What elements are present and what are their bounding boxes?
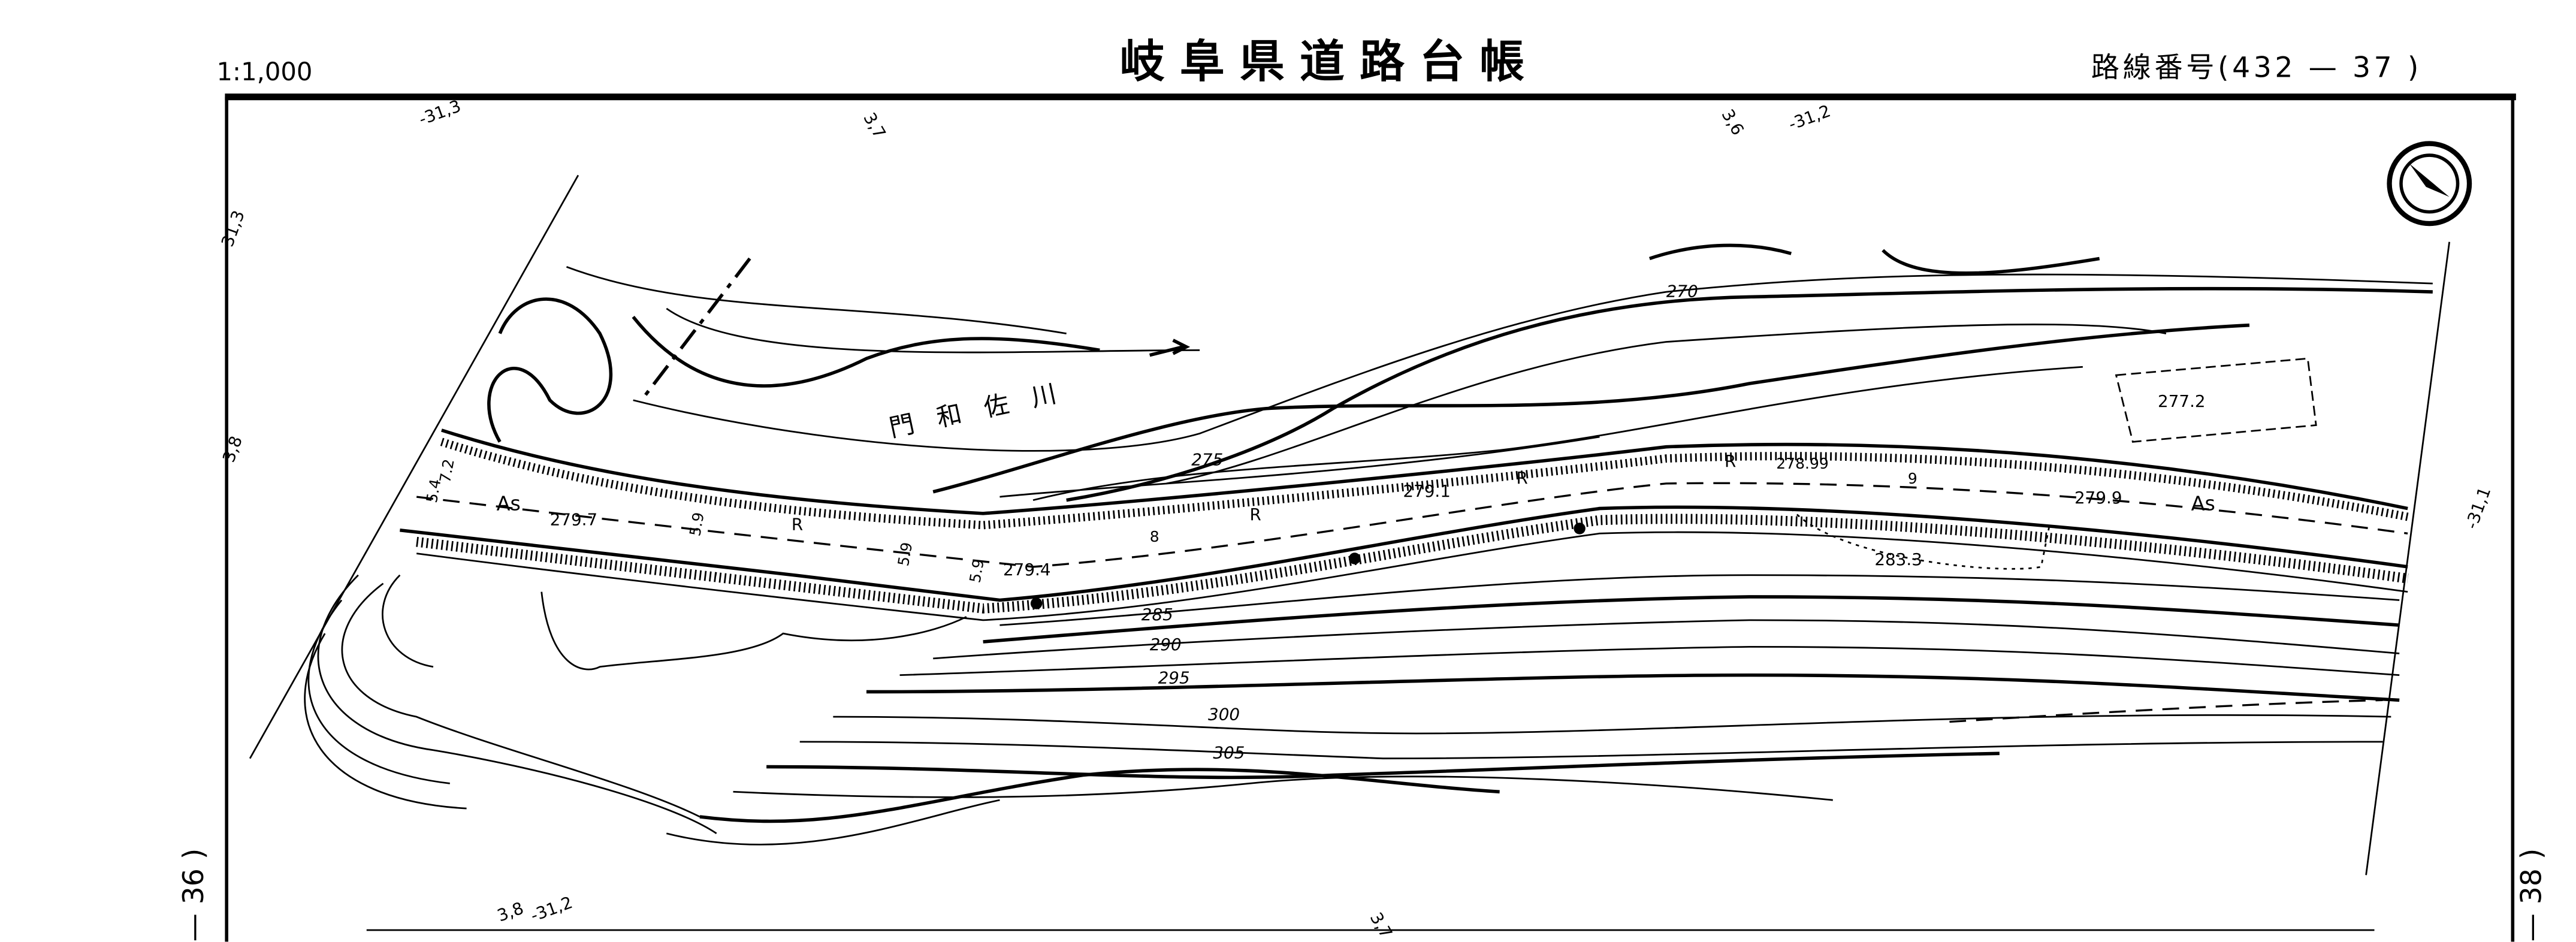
curve-label: R xyxy=(1250,505,1261,524)
grid-ref: -31,1 xyxy=(2462,484,2495,532)
contour-label: 305 xyxy=(1213,743,1245,763)
contour-label: 295 xyxy=(1158,668,1190,688)
contour-lines-north: 270 275 xyxy=(633,273,2433,502)
north-arrow-icon xyxy=(2387,141,2472,227)
grid-ref: -31,3 xyxy=(416,96,464,129)
contour-label: 290 xyxy=(1150,635,1182,654)
contour-label: 270 xyxy=(1666,281,1698,301)
width-label: 5.9 xyxy=(686,511,707,538)
width-label: 5.9 xyxy=(966,558,987,584)
curve-label: R xyxy=(1725,451,1736,471)
width-label: 8 xyxy=(1150,528,1159,545)
adjacent-sheet-left: — 36 ) xyxy=(177,849,210,942)
spot-height: 278.99 xyxy=(1776,455,1829,472)
width-label: 9 xyxy=(1908,470,1917,487)
curve-label: R xyxy=(1516,468,1527,488)
width-label: 7.2 xyxy=(436,458,457,484)
scale-label: 1:1,000 xyxy=(216,57,312,86)
grid-ref: 3,8 xyxy=(219,433,246,465)
sheet-boundary-right xyxy=(2365,241,2451,875)
contour-label: 275 xyxy=(1191,449,1223,469)
surface-label: As xyxy=(2191,491,2215,515)
contour-label: 285 xyxy=(1141,605,1173,624)
grid-ref: -31,2 xyxy=(1786,101,1833,134)
width-label: 5.4 xyxy=(423,478,444,504)
adjacent-sheet-right: — 38 ) xyxy=(2515,849,2548,942)
surface-label: As xyxy=(497,491,521,515)
grid-ref: 3,7 xyxy=(859,109,890,142)
flow-direction-arrow-icon xyxy=(1149,339,1191,357)
grid-ref: -31,3 xyxy=(215,208,249,255)
river-name-label: 門和佐川 xyxy=(887,374,1082,443)
grid-ref: 3,6 xyxy=(1717,106,1748,139)
field-parcels xyxy=(1790,357,2317,570)
spot-height: 279.1 xyxy=(1403,481,1451,501)
contour-label: 300 xyxy=(1208,705,1240,724)
grid-ref: -31,2 xyxy=(528,892,575,926)
contour-lines-south: 285 290 295 300 305 xyxy=(304,574,2400,846)
river-area: 門和佐川 xyxy=(487,243,2100,443)
spot-height: 279.9 xyxy=(2074,488,2122,508)
road-corridor: As As 279.7 279.4 279.1 278.99 279.9 283… xyxy=(400,391,2409,621)
spot-height: 277.2 xyxy=(2158,391,2206,411)
grid-ref: 3,8 xyxy=(494,898,526,926)
spot-height: 279.4 xyxy=(1003,560,1051,579)
width-label: 5.9 xyxy=(895,541,916,567)
sheet-boundary-left xyxy=(249,174,579,759)
curve-label: R xyxy=(792,515,803,535)
page-title: 岐阜県道路台帳 xyxy=(1120,35,1540,87)
route-number: 路線番号(432 — 37 ) xyxy=(2091,51,2422,84)
grid-ref: 3,7 xyxy=(1366,909,1397,942)
spot-height: 279.7 xyxy=(550,509,598,529)
vegetation-area xyxy=(540,591,967,671)
